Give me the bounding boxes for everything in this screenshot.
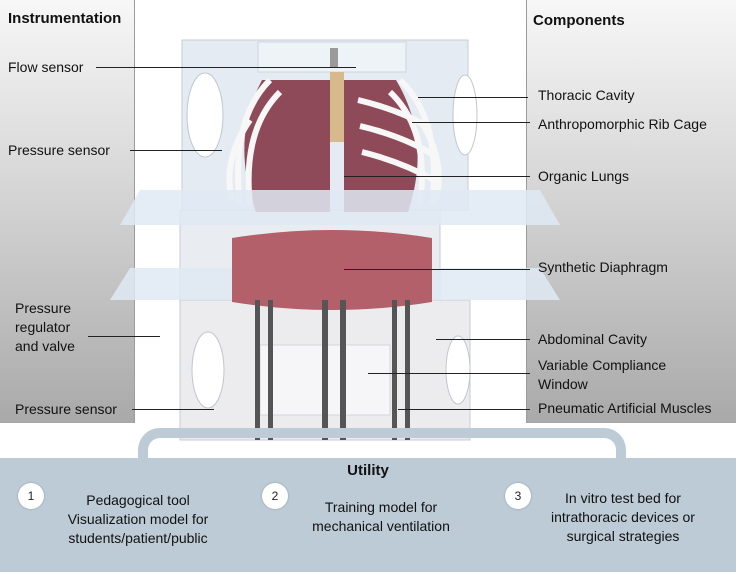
utility-number-2: 2 xyxy=(262,483,288,509)
utility-item-3-text: In vitro test bed for intrathoracic devi… xyxy=(551,490,695,544)
pressure-regulator-leader xyxy=(88,336,160,337)
rib-cage xyxy=(226,77,442,206)
synthetic-diaphragm-leader xyxy=(344,269,530,270)
pressure-sensor-lower-leader xyxy=(132,409,214,410)
pressure-sensor-upper-label: Pressure sensor xyxy=(8,142,110,158)
abdominal-port-left xyxy=(191,331,225,409)
flow-port xyxy=(330,48,338,68)
synthetic-diaphragm-label: Synthetic Diaphragm xyxy=(538,259,668,275)
abdominal-port-right xyxy=(445,335,471,405)
simulator-illustration xyxy=(110,39,560,441)
components-panel xyxy=(526,0,736,423)
pneumatic-muscles-leader xyxy=(398,409,530,410)
synthetic-diaphragm xyxy=(232,230,432,310)
pneumatic-muscles xyxy=(255,300,410,440)
instrumentation-panel xyxy=(0,0,135,423)
utility-connector xyxy=(138,428,626,480)
pneumatic-muscles-label: Pneumatic Artificial Muscles xyxy=(538,400,712,416)
pressure-sensor-lower-label: Pressure sensor xyxy=(15,401,117,417)
abdominal-cavity-leader xyxy=(436,339,530,340)
organic-lungs-leader xyxy=(344,176,530,177)
abdominal-cavity-label: Abdominal Cavity xyxy=(538,331,647,347)
components-heading: Components xyxy=(533,12,625,29)
thoracic-port-right xyxy=(452,74,478,156)
utility-number-1: 1 xyxy=(18,483,44,509)
thoracic-cavity-label: Thoracic Cavity xyxy=(538,87,635,103)
rib-cage-leader xyxy=(412,122,530,123)
upper-plate xyxy=(120,190,560,225)
thoracic-port-left xyxy=(186,72,224,158)
pressure-sensor-upper-leader xyxy=(130,150,222,151)
flow-sensor-label: Flow sensor xyxy=(8,59,84,75)
instrumentation-heading: Instrumentation xyxy=(8,10,122,27)
compliance-window-label: Variable Compliance Window xyxy=(538,357,667,392)
rib-cage-label: Anthropomorphic Rib Cage xyxy=(538,116,707,132)
trachea xyxy=(330,72,344,142)
utility-item-2-text: Training model for mechanical ventilatio… xyxy=(312,499,450,534)
organic-lungs-label: Organic Lungs xyxy=(538,168,630,184)
thoracic-cavity-leader xyxy=(418,97,528,98)
pressure-regulator-label: Pressure regulator and valve xyxy=(15,300,75,354)
utility-number-3: 3 xyxy=(505,483,531,509)
utility-item-1-text: Pedagogical tool Visualization model for… xyxy=(67,492,209,546)
utility-title: Utility xyxy=(347,462,389,479)
compliance-window-leader xyxy=(368,373,530,374)
utility-band xyxy=(0,458,736,572)
flow-sensor-leader xyxy=(96,67,356,68)
